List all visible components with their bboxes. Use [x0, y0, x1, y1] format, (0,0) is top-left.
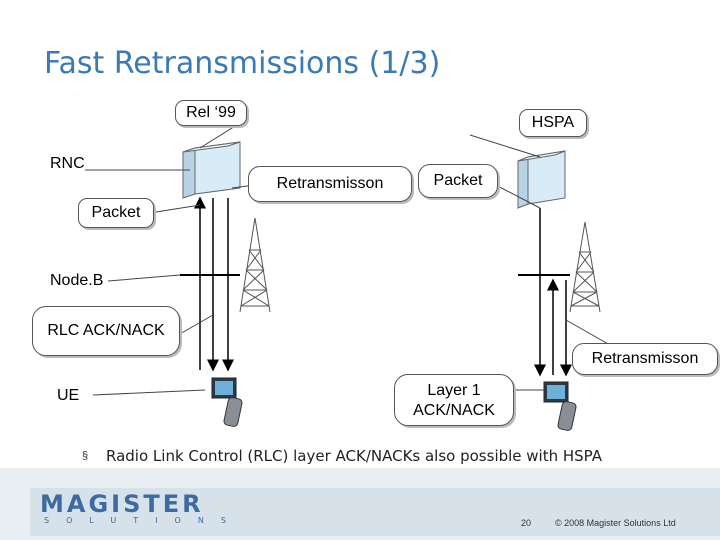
- slide-title: Fast Retransmissions (1/3): [44, 46, 441, 81]
- cell-tower-icon: [569, 221, 601, 313]
- footer-band: [30, 488, 720, 536]
- company-logo: MAGISTER: [40, 490, 204, 518]
- rlc-ack-callout: RLC ACK/NACK: [32, 306, 180, 356]
- company-logo-sub: SOLUTIONS: [44, 516, 243, 525]
- rnc-label: RNC: [50, 155, 85, 172]
- rnc-server-icon: [182, 141, 241, 199]
- copyright-text: © 2008 Magister Solutions Ltd: [555, 518, 676, 528]
- layer1-ack-callout: Layer 1 ACK/NACK: [394, 374, 514, 426]
- ue-label: UE: [57, 387, 80, 404]
- packet-callout-left: Packet: [78, 198, 154, 228]
- cell-tower-icon: [239, 217, 271, 313]
- layer1-line1: Layer 1: [427, 382, 481, 399]
- packet-callout-right: Packet: [418, 164, 498, 198]
- rnc-server-icon: [517, 150, 566, 209]
- retransmission-callout-left: Retransmisson: [248, 166, 412, 202]
- layer1-line2: ACK/NACK: [413, 402, 495, 419]
- rel99-label: Rel ‘99: [175, 100, 247, 126]
- mobile-phone-icon: [543, 381, 577, 431]
- nodeb-label: Node.B: [50, 272, 104, 289]
- bullet-marker: §: [82, 450, 89, 462]
- bullet-text: Radio Link Control (RLC) layer ACK/NACKs…: [106, 447, 603, 465]
- retransmission-callout-right: Retransmisson: [572, 343, 718, 375]
- slide-footer: MAGISTER SOLUTIONS 20 © 2008 Magister So…: [0, 468, 720, 540]
- page-number: 20: [521, 518, 532, 528]
- mobile-phone-icon: [211, 377, 243, 427]
- hspa-label: HSPA: [519, 109, 587, 137]
